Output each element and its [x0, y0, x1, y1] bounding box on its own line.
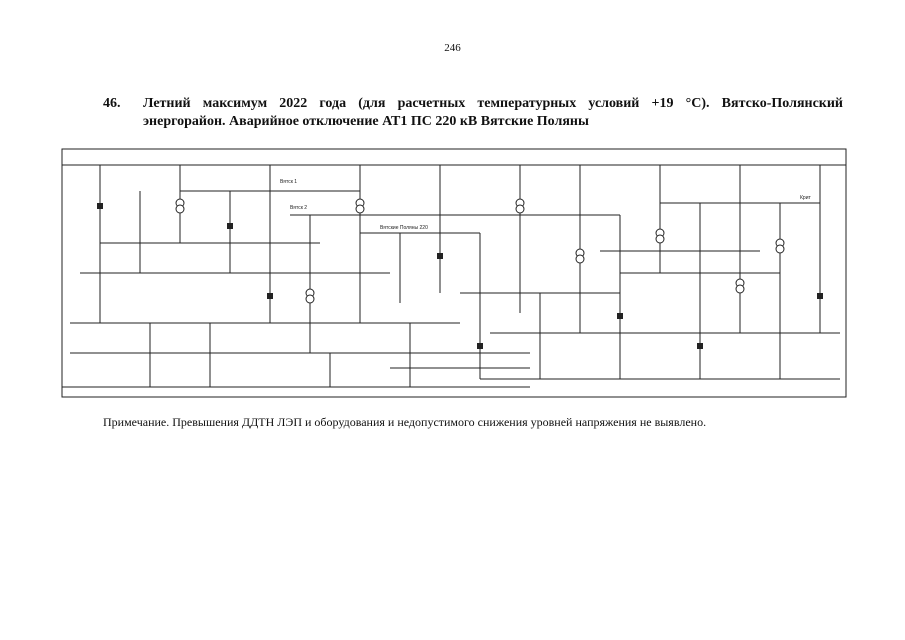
page-number: 246 [444, 42, 461, 54]
scheme-label: Вятск 1 [280, 179, 297, 185]
heading-line-2: энергорайон. Аварийное отключение АТ1 ПС… [143, 114, 589, 129]
power-grid-scheme: Вятск 1 Вятск 2 Вятские Поляны 220 Крит [61, 148, 847, 398]
scheme-label: Вятск 2 [290, 205, 307, 211]
note-text: Примечание. Превышения ДДТН ЛЭП и оборуд… [103, 415, 707, 429]
scheme-lines [61, 148, 847, 398]
scheme-labels: Вятск 1 Вятск 2 Вятские Поляны 220 Крит [280, 179, 811, 231]
heading-line-1: Летний максимум 2022 года (для расчетных… [143, 96, 843, 111]
breaker-symbols [97, 203, 823, 349]
transformer-symbols [175, 198, 785, 304]
section-number: 46. [103, 96, 121, 111]
scheme-label: Крит [800, 195, 811, 201]
scheme-label: Вятские Поляны 220 [380, 225, 428, 231]
